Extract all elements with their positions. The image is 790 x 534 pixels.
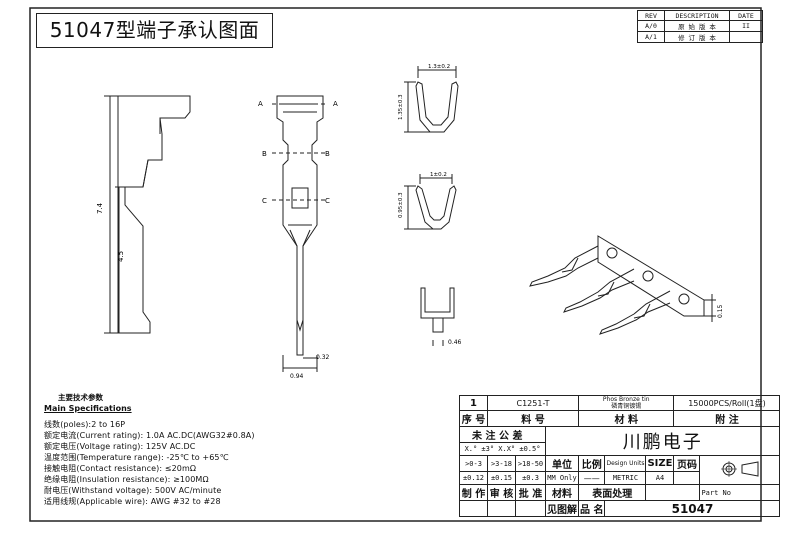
part-no-label: Part No: [699, 484, 781, 501]
revision-table: REV DESCRIPTION DATE A/0 原 始 版 本 II A/1 …: [637, 10, 763, 43]
scale-label: 比例: [577, 455, 606, 472]
section-c-right: C: [325, 197, 330, 205]
drawing-label: 见图解: [545, 500, 579, 517]
rev-header: REV: [637, 10, 665, 21]
rev-description: 原 始 版 本: [664, 20, 730, 32]
rev-code: A/0: [637, 20, 665, 32]
units-value: METRIC: [604, 471, 647, 485]
dim-height-total: 7.4: [96, 202, 104, 214]
dim-width-base: 0.94: [290, 373, 304, 380]
process-label: 表面处理: [577, 484, 647, 501]
section-c-view: [420, 287, 455, 346]
dim-pin-size: 0.46: [448, 339, 462, 346]
drawing-title: 51047型端子承认图面: [36, 13, 273, 48]
col-seq: 序 号: [459, 410, 488, 427]
spec-row: 额定电流(Current rating): 1.0A AC.DC(AWG32#0…: [44, 431, 255, 440]
dim-width-pin: 0.32: [316, 354, 330, 361]
page-label: 页码: [673, 455, 701, 472]
col-part: 料 号: [487, 410, 579, 427]
unit-label: 单位: [545, 455, 579, 472]
size-value: A4: [645, 471, 675, 485]
front-view: [272, 95, 328, 372]
section-b-right: B: [325, 150, 330, 158]
reviewed-by-label: 审 核: [487, 484, 516, 501]
projection-symbol: [699, 455, 781, 485]
packing: 15000PCS/Roll(1盘): [673, 395, 781, 411]
dim-carrier-thickness: 0.15: [717, 304, 724, 318]
spec-row: 线数(poles):2 to 16P: [44, 420, 126, 429]
tolerance-2: ±0.15: [487, 471, 516, 485]
rev-date: II: [729, 20, 763, 32]
material-cn: 磷青铜镀锡: [611, 403, 642, 410]
sheet-frame: [29, 7, 762, 522]
rev-date: [729, 31, 763, 43]
dim-top-width-a: 1.3±0.2: [428, 64, 450, 70]
specs-title-cn: 主要技术参数: [58, 393, 103, 402]
process-value: [645, 484, 701, 501]
date-header: DATE: [729, 10, 763, 21]
scale-value: ——: [577, 471, 606, 485]
design-units-label: Design Units: [604, 455, 647, 472]
tolerance-3: ±0.3: [515, 471, 546, 485]
range-1: >0-3: [459, 455, 488, 472]
third-angle-projection-icon: [720, 461, 759, 477]
tolerance-1: ±0.12: [459, 471, 488, 485]
rev-description: 修 订 版 本: [664, 31, 730, 43]
material-cell: Phos Bronze tin 磷青铜镀锡: [577, 395, 675, 411]
carrier-strip-view: [529, 235, 716, 335]
description-header: DESCRIPTION: [664, 10, 730, 21]
unit-value: MM Only: [545, 471, 579, 485]
approved-by-label: 批 准: [515, 484, 546, 501]
made-by-value: [459, 500, 488, 517]
quantity: 1: [459, 395, 488, 411]
col-note: 附 注: [673, 410, 781, 427]
size-label: SIZE: [645, 455, 675, 472]
name-label: 品 名: [577, 500, 606, 517]
side-view: [104, 95, 191, 334]
page-value: [673, 471, 701, 485]
tolerance-title: 未 注 公 差: [459, 426, 546, 443]
spec-row: 温度范围(Temperature range): -25℃ to +65℃: [44, 453, 229, 462]
dim-top-width-b: 1±0.2: [430, 172, 447, 178]
specs-title-en: Main Specifications: [44, 404, 132, 413]
made-by-label: 制 作: [459, 484, 488, 501]
section-a-right: A: [333, 100, 338, 108]
section-c-left: C: [262, 197, 267, 205]
specifications-block: 主要技术参数 Main Specifications 线数(poles):2 t…: [44, 392, 344, 507]
approved-by-value: [515, 500, 546, 517]
tolerance-angle: X.° ±3° X.X° ±0.5°: [459, 442, 546, 456]
section-a-left: A: [258, 100, 263, 108]
col-material: 材 料: [577, 410, 675, 427]
spec-row: 绝缘电阻(Insulation resistance): ≥100MΩ: [44, 475, 209, 484]
dim-height-lower: 4.5: [117, 251, 125, 262]
spec-row: 额定电压(Voltage rating): 125V AC.DC: [44, 442, 196, 451]
rev-code: A/1: [637, 31, 665, 43]
part-number: 51047: [604, 500, 781, 517]
part-code: C1251-T: [487, 395, 579, 411]
range-2: >3-18: [487, 455, 516, 472]
reviewed-by-value: [487, 500, 516, 517]
dim-top-height-a: 1.35±0.3: [398, 94, 404, 120]
title-block: 1 C1251-T Phos Bronze tin 磷青铜镀锡 15000PCS…: [459, 395, 781, 517]
section-a-view: [404, 66, 459, 133]
dim-top-height-b: 0.95±0.3: [398, 192, 404, 218]
material-label: 材料: [545, 484, 579, 501]
material-en: Phos Bronze tin: [602, 396, 650, 403]
range-3: >18-50: [515, 455, 546, 472]
company-name: 川鹏电子: [544, 426, 781, 456]
spec-row: 耐电压(Withstand voltage): 500V AC/minute: [44, 486, 222, 495]
section-b-left: B: [262, 150, 267, 158]
spec-row: 适用线规(Applicable wire): AWG #32 to #28: [44, 497, 221, 506]
spec-row: 接触电阻(Contact resistance): ≤20mΩ: [44, 464, 197, 473]
section-b-view: [404, 174, 457, 230]
